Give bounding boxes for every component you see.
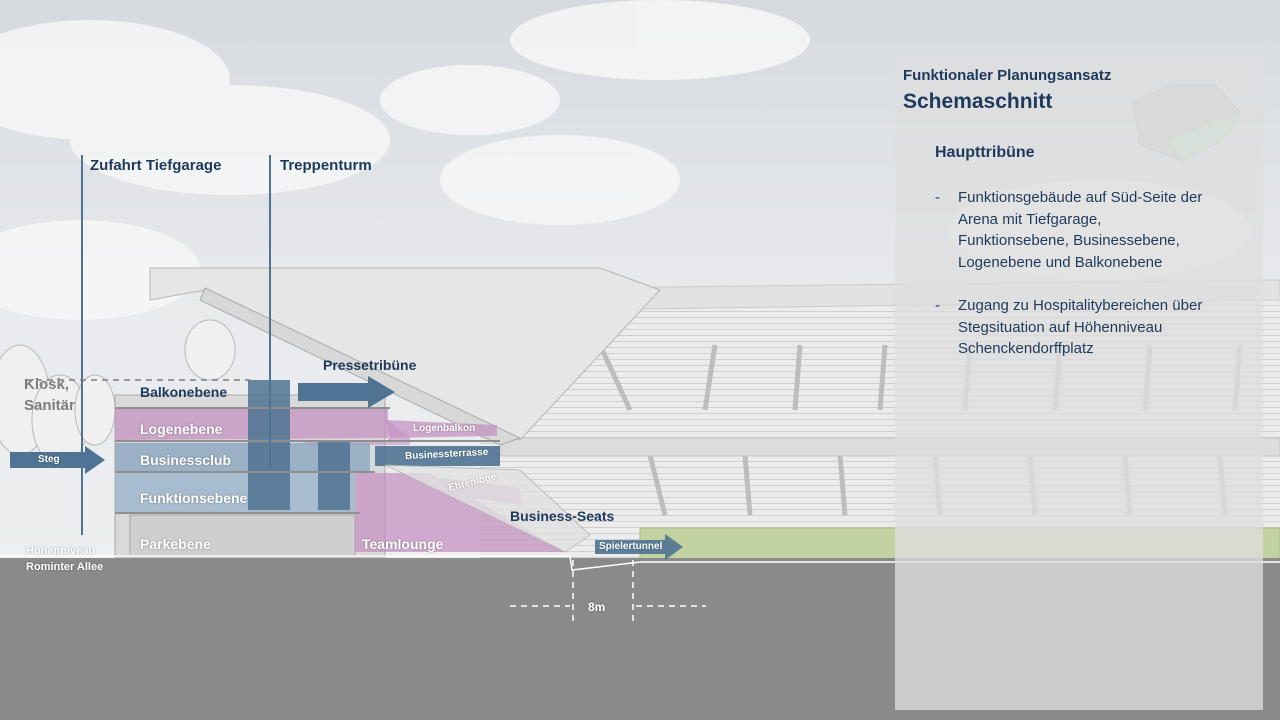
kiosk-line-1: Kiosk, — [24, 376, 70, 393]
roof — [149, 267, 661, 441]
spielertunnel-label: Spielertunnel — [599, 541, 663, 552]
trees — [0, 319, 236, 466]
level-logenbalkon: Logenbalkon — [413, 423, 476, 434]
presse-arrow — [298, 376, 395, 408]
panel-title: Schemaschnitt — [903, 90, 1053, 113]
hoehenniveau-line-2: Rominter Allee — [26, 561, 104, 573]
kiosk-line-2: Sanitär — [24, 397, 75, 414]
panel-heading: Haupttribüne — [935, 144, 1035, 161]
zufahrt-label: Zufahrt Tiefgarage — [90, 157, 222, 174]
level-parkebene: Parkebene — [140, 536, 211, 552]
panel-bullet: - Funktionsgebäude auf Süd-Seite der Are… — [935, 187, 1245, 273]
pressetribuene-label: Pressetribüne — [323, 357, 417, 373]
dashed-lines — [25, 379, 706, 622]
bullet-line: Funktionsebene, Businessebene, — [958, 232, 1180, 249]
spielertunnel-arrow — [595, 534, 683, 560]
bullet-line: Arena mit Tiefgarage, — [958, 210, 1102, 228]
bullet-line: Stegsituation auf Höhenniveau — [958, 318, 1163, 336]
level-logenebene: Logenebene — [140, 421, 223, 437]
bullet-dash: - — [935, 297, 940, 314]
level-businessclub: Businessclub — [140, 452, 232, 468]
kiosk-label: Kiosk, Sanitär — [24, 374, 75, 416]
callout-lines — [81, 155, 271, 535]
info-panel: Funktionaler Planungsansatz Schemaschnit… — [895, 58, 1263, 710]
bullet-line: Funktionsgebäude auf Süd-Seite der — [958, 189, 1203, 206]
panel-subtitle: Funktionaler Planungsansatz — [903, 67, 1112, 84]
dimension-label: 8m — [588, 600, 606, 614]
business-seats-label: Business-Seats — [510, 508, 615, 524]
main-building — [114, 380, 591, 558]
bullet-line: Logenebene und Balkonebene — [958, 253, 1163, 271]
bullet-dash: - — [935, 189, 940, 206]
panel-bullet: - Zugang zu Hospitalitybereichen über St… — [935, 295, 1245, 360]
treppenturm-label: Treppenturm — [280, 157, 372, 174]
bullet-line: Zugang zu Hospitalitybereichen über — [958, 297, 1203, 314]
level-teamlounge: Teamlounge — [362, 536, 444, 552]
level-balkonebene: Balkonebene — [140, 384, 228, 400]
hoehenniveau-label: Höhenniveau Rominter Allee — [26, 543, 103, 575]
level-funktionsebene: Funktionsebene — [140, 490, 248, 506]
bullet-line: Schenckendorffplatz — [958, 340, 1094, 357]
steg-label: Steg — [38, 454, 60, 465]
hoehenniveau-line-1: Höhenniveau — [26, 545, 96, 557]
